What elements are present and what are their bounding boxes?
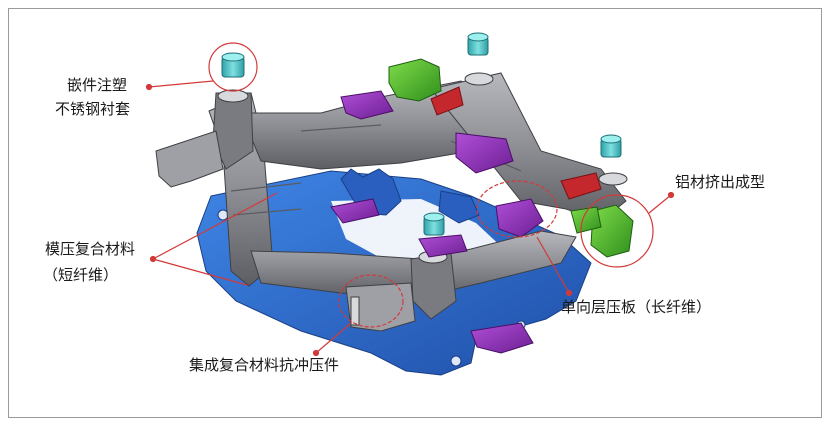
label-molded-composite-line1: 模压复合材料 [45, 240, 136, 258]
callout-circle-stamping [338, 274, 404, 328]
figure-frame: 嵌件注塑 不锈钢衬套 铝材挤出成型 模压复合材料 （短纤维） 单向层压板（长纤维… [8, 8, 822, 418]
molded-composite-inserts [330, 90, 544, 354]
green-mount-brackets [388, 58, 634, 258]
callout-leader-extrusion [648, 194, 672, 214]
callout-leader-molded-b [152, 258, 248, 286]
aluminum-extrusion-brackets [430, 86, 602, 200]
callout-circle-extrusion [580, 194, 654, 268]
label-unidirectional-laminate: 单向层压板（长纤维） [561, 298, 712, 316]
label-insert-bushing-line1: 嵌件注塑 [67, 76, 128, 94]
label-aluminum-extrusion: 铝材挤出成型 [675, 173, 766, 191]
callout-leader-bushing [148, 80, 214, 88]
label-integrated-stamping: 集成复合材料抗冲压件 [189, 356, 340, 374]
stainless-bushings [221, 32, 622, 236]
callout-circle-bushing [208, 42, 258, 92]
callout-leader-laminate [536, 236, 570, 294]
label-insert-bushing-line2: 不锈钢衬套 [55, 100, 131, 118]
subframe-illustration [145, 32, 675, 376]
callout-leader-stamping [315, 322, 352, 354]
callout-lines [145, 42, 675, 357]
callout-circle-laminate [476, 180, 558, 238]
callout-leader-molded-a [152, 192, 278, 260]
label-molded-composite-line2: （短纤维） [43, 266, 119, 284]
